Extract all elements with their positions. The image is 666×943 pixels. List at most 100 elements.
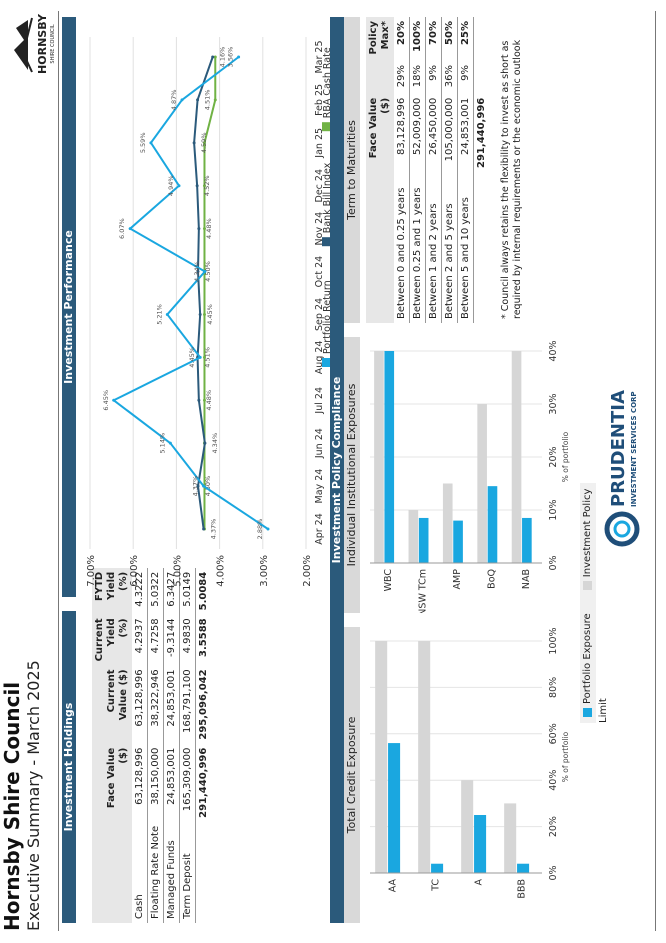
- cell: 4.2937: [132, 614, 148, 666]
- exposure-bar: [453, 520, 463, 563]
- cell: 29%: [394, 61, 410, 94]
- policy-limit-bar: [504, 803, 517, 873]
- data-label: 4.37%: [210, 519, 218, 540]
- table-row: Between 2 and 5 years 105,000,000 36% 50…: [441, 17, 458, 323]
- table-row: Between 5 and 10 years 24,853,001 9% 25%: [457, 17, 474, 323]
- holdings-header-row: Face Value ($) Current Value ($) Current…: [92, 567, 132, 923]
- cell: 105,000,000: [441, 93, 458, 172]
- data-point: [198, 355, 202, 359]
- policy-limit-bar: [461, 780, 474, 873]
- institution-exposure-title: Individual Institutional Exposures: [344, 337, 360, 613]
- series-line: [111, 56, 269, 530]
- data-label: 4.50%: [204, 261, 212, 282]
- compliance-header: Investment Policy Compliance: [330, 17, 344, 923]
- data-label: 4.52%: [203, 175, 211, 196]
- data-label: 5.21%: [155, 304, 163, 325]
- x-axis-label: % of portfolio: [561, 431, 570, 482]
- category-label: A: [474, 879, 485, 886]
- data-point: [196, 484, 200, 488]
- data-label: 2.88%: [256, 519, 264, 540]
- category-label: AA: [388, 879, 399, 893]
- cell: Floating Rate Note: [147, 821, 164, 923]
- data-point: [180, 98, 184, 102]
- column-header: Policy Max*: [366, 17, 394, 61]
- cell: Between 2 and 5 years: [441, 171, 458, 323]
- x-tick-label: 0%: [548, 555, 559, 570]
- cell: 50%: [441, 17, 458, 61]
- council-logo: HORNSBY SHIRE COUNCIL: [2, 8, 58, 80]
- column-header: [366, 61, 394, 94]
- data-point: [197, 227, 201, 231]
- cell: 20%: [394, 17, 410, 61]
- x-tick-label: Nov 24: [314, 212, 325, 246]
- column-header: Current Yield (%): [92, 614, 132, 666]
- cell: 26,450,000: [425, 93, 442, 172]
- x-tick-label: Feb 25: [314, 84, 325, 116]
- table-total-row: 291,440,996 295,096,042 3.5588 5.0084: [196, 568, 212, 923]
- cell: 295,096,042: [198, 669, 209, 740]
- x-tick-label: Oct 24: [314, 256, 325, 288]
- data-point: [202, 184, 206, 188]
- cell: [196, 822, 212, 923]
- page-title: Hornsby Shire Council: [0, 681, 24, 931]
- category-label: TC: [431, 879, 442, 892]
- y-tick-label: 7.00%: [86, 555, 97, 587]
- x-tick-label: 0%: [548, 865, 559, 880]
- maturity-title: Term to Maturities: [344, 17, 360, 323]
- footer-divider: [655, 11, 656, 931]
- policy-limit-bar: [374, 351, 384, 563]
- x-tick-label: Mar 25: [314, 40, 325, 73]
- cell: 36%: [441, 61, 458, 94]
- data-point: [197, 398, 201, 402]
- category-label: NSW TCm: [418, 569, 429, 613]
- holdings-header: Investment Holdings: [62, 611, 76, 923]
- x-tick-label: 40%: [548, 770, 559, 791]
- compliance-legend: Portfolio Exposure Investment Policy Lim…: [580, 483, 609, 723]
- council-logo-text: HORNSBY: [36, 13, 49, 74]
- x-tick-label: Sep 24: [314, 298, 325, 331]
- cell: 165,309,000: [179, 743, 196, 822]
- cell: Term Deposit: [179, 821, 196, 923]
- data-point: [196, 270, 200, 274]
- data-point: [266, 527, 270, 531]
- data-point: [198, 312, 202, 316]
- cell: [474, 172, 490, 323]
- data-label: 4.37%: [192, 476, 200, 497]
- x-tick-label: 80%: [548, 677, 559, 698]
- x-tick-label: Jan 25: [314, 128, 325, 159]
- data-point: [168, 441, 172, 445]
- policy-limit-bar: [477, 404, 487, 563]
- cell: Cash: [132, 821, 148, 923]
- data-point: [149, 141, 153, 145]
- cell: 291,440,996: [476, 97, 487, 168]
- table-total-row: 291,440,996: [474, 17, 490, 323]
- council-logo-subtext: SHIRE COUNCIL: [50, 24, 56, 63]
- legend-label: RBA Cash Rate: [322, 47, 333, 118]
- data-point: [165, 312, 169, 316]
- policy-limit-bar: [375, 641, 388, 873]
- category-label: BBB: [517, 879, 528, 899]
- data-point: [202, 227, 206, 231]
- cell: Managed Funds: [163, 821, 180, 923]
- data-label: 4.16%: [219, 47, 227, 68]
- prudential-logo: PRUDENTIAL INVESTMENT SERVICES CORP: [598, 379, 650, 549]
- x-tick-label: 10%: [548, 499, 559, 520]
- data-label: 4.34%: [211, 433, 219, 454]
- table-row: Managed Funds 24,853,001 24,853,001 -9.3…: [163, 567, 180, 923]
- table-row: Term Deposit 165,309,000 168,791,100 4.9…: [179, 567, 196, 923]
- cell: 4.9830: [179, 614, 196, 666]
- cell: 18%: [409, 61, 426, 94]
- category-label: BoQ: [486, 569, 497, 589]
- table-row: Cash 63,128,996 63,128,996 4.2937 4.3222: [132, 567, 148, 923]
- performance-chart: 2.00%3.00%4.00%5.00%6.00%7.00%Apr 24May …: [86, 37, 333, 587]
- y-tick-label: 4.00%: [216, 555, 227, 587]
- legend-swatch: [322, 237, 331, 247]
- data-point: [213, 98, 217, 102]
- data-label: 4.94%: [167, 175, 175, 196]
- y-tick-label: 2.00%: [302, 555, 313, 587]
- exposure-bar: [517, 863, 530, 873]
- cell: 168,791,100: [179, 665, 196, 744]
- legend-label: Bank Bill Index: [322, 162, 333, 233]
- policy-limit-bar: [442, 483, 453, 563]
- cell: 52,009,000: [409, 93, 426, 172]
